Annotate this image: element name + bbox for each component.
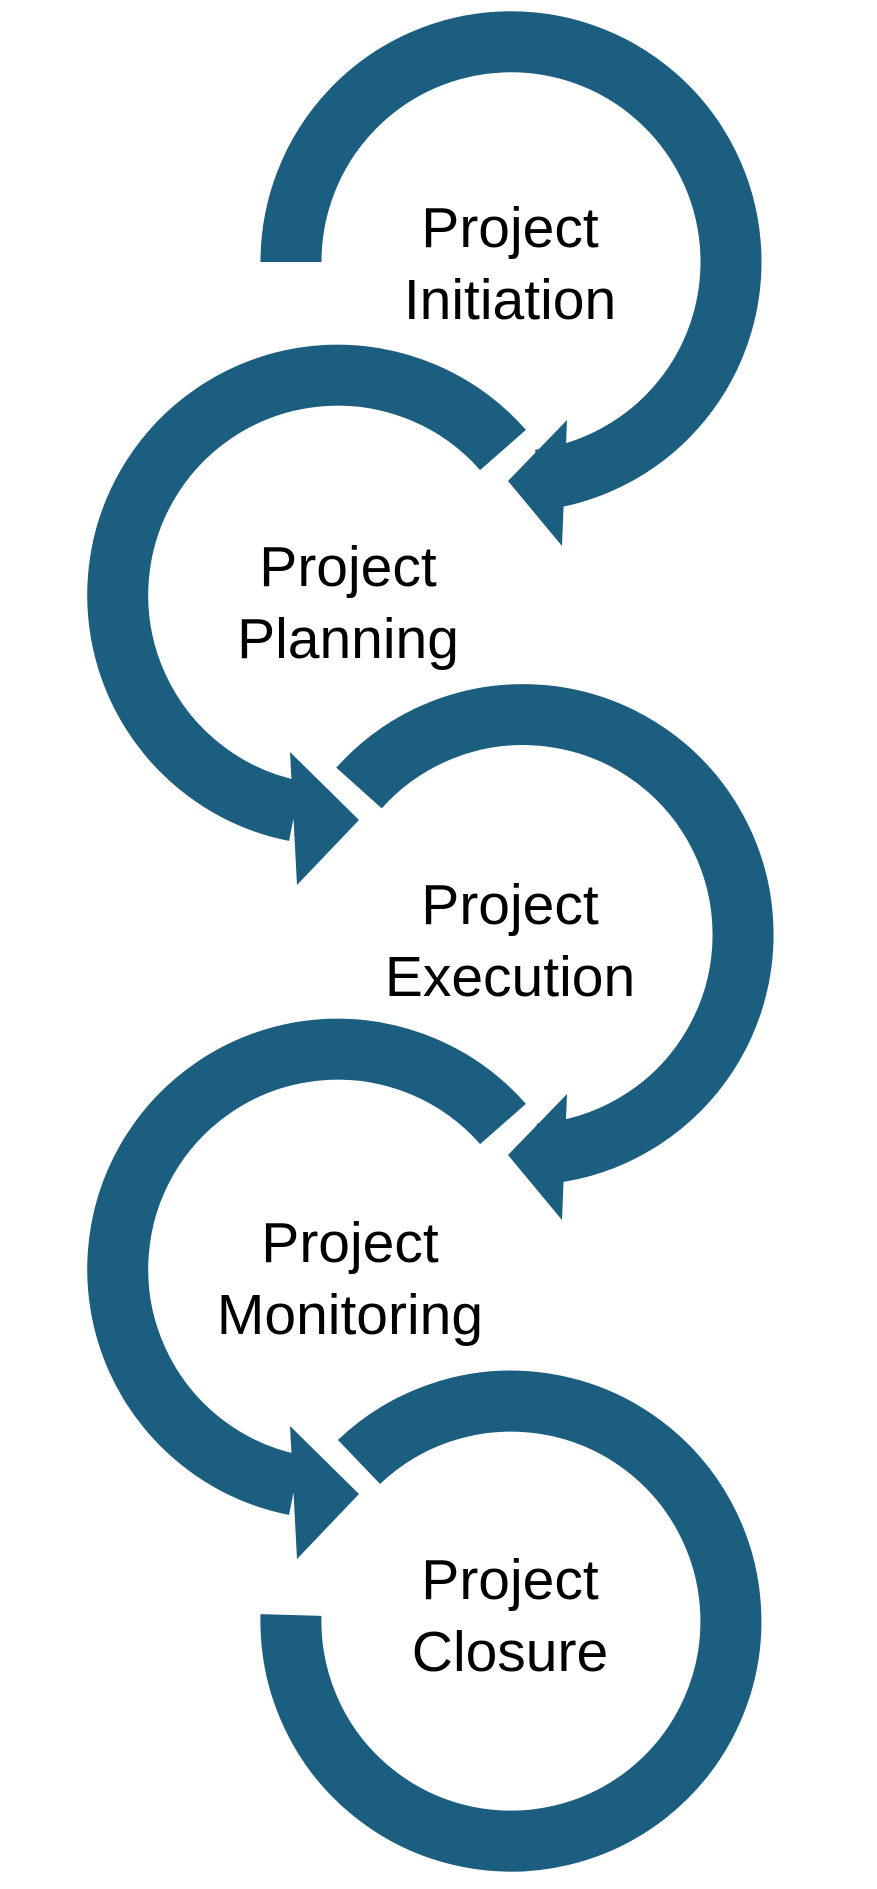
planning-cycle-arc xyxy=(87,344,526,841)
execution-label-line1: Project xyxy=(421,873,599,937)
monitoring-label-line2: Monitoring xyxy=(217,1283,483,1347)
planning-label-line2: Planning xyxy=(237,607,459,671)
initiation-label-line2: Initiation xyxy=(404,268,616,332)
stage-execution: Project Execution xyxy=(336,684,774,1220)
stage-planning: Project Planning xyxy=(87,344,526,885)
initiation-label-line1: Project xyxy=(421,196,599,260)
stage-closure: Project Closure xyxy=(260,1370,762,1872)
monitoring-cycle-arc xyxy=(87,1018,526,1515)
execution-arrowhead-icon xyxy=(508,1094,567,1220)
initiation-cycle-arc xyxy=(260,11,762,511)
planning-label-line1: Project xyxy=(259,535,437,599)
stage-monitoring: Project Monitoring xyxy=(87,1018,526,1559)
stage-initiation: Project Initiation xyxy=(260,11,762,546)
planning-arrowhead-icon xyxy=(290,752,359,885)
initiation-arrowhead-icon xyxy=(508,420,567,546)
execution-label-line2: Execution xyxy=(385,945,635,1009)
monitoring-arrowhead-icon xyxy=(290,1426,359,1559)
closure-label-line2: Closure xyxy=(412,1620,608,1684)
monitoring-label-line1: Project xyxy=(261,1211,439,1275)
closure-cycle-arc xyxy=(260,1370,762,1872)
closure-label-line1: Project xyxy=(421,1548,599,1612)
execution-cycle-arc xyxy=(336,684,774,1185)
